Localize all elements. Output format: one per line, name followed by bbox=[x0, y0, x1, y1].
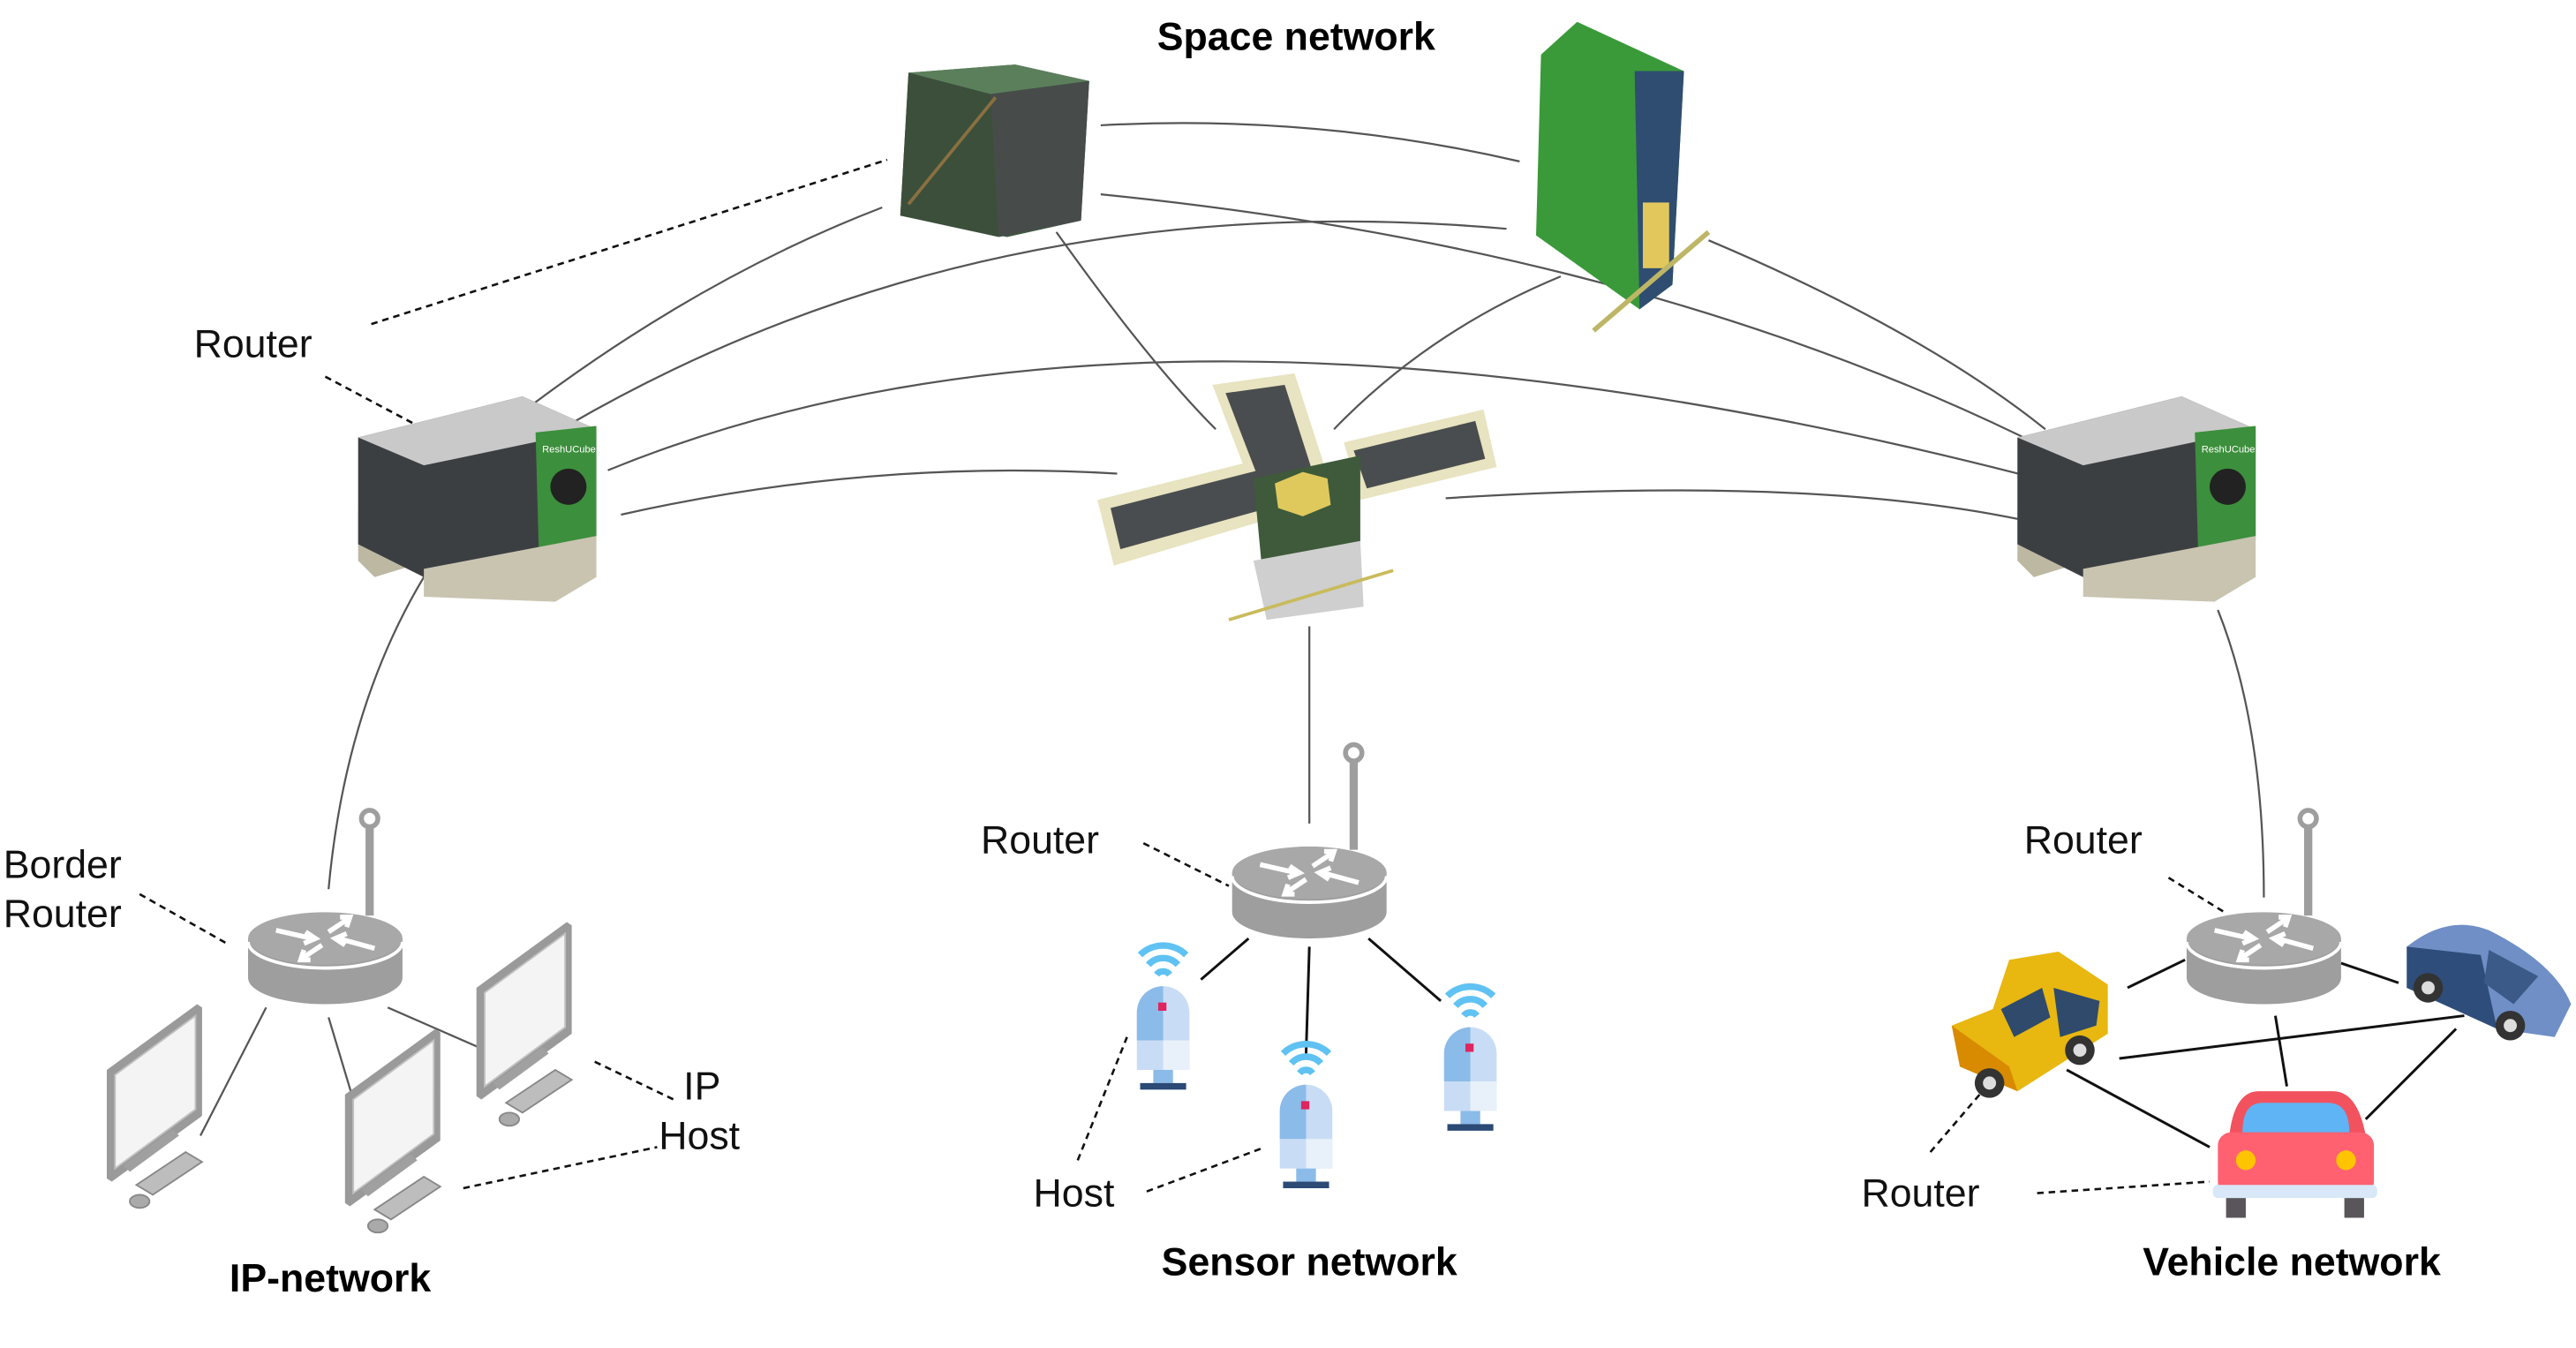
cubesat-3u-router-right bbox=[2017, 395, 2256, 602]
yellow-suv-icon bbox=[1951, 952, 2108, 1098]
sensor-network bbox=[1137, 745, 1497, 1188]
cubesat-2u-top-right bbox=[1536, 21, 1711, 333]
sensor-network-title: Sensor network bbox=[1162, 1241, 1457, 1284]
ip-host-pc-3 bbox=[475, 921, 573, 1127]
ip-host-label-line2: Host bbox=[659, 1114, 740, 1157]
vehicle-router-icon bbox=[2187, 810, 2341, 1005]
space-router-label: Router bbox=[194, 322, 313, 365]
sensor-host-icon-1 bbox=[1137, 945, 1190, 1089]
vehicle-router-label: Router bbox=[2024, 818, 2143, 862]
sensor-router-label: Router bbox=[981, 818, 1099, 862]
cubesat-1u-top-left bbox=[900, 64, 1089, 237]
cubesat-3u-router-left bbox=[358, 395, 597, 602]
border-router-label-line2: Router bbox=[4, 892, 122, 936]
vehicle-network-title: Vehicle network bbox=[2143, 1241, 2441, 1284]
vehicle-node-router-label: Router bbox=[1861, 1171, 1979, 1215]
cubesat-deployable-center bbox=[1097, 373, 1497, 621]
ip-network bbox=[106, 810, 573, 1234]
border-router-label-line1: Border bbox=[4, 843, 122, 886]
ip-host-pc-2 bbox=[343, 1028, 441, 1234]
label-leaders bbox=[139, 158, 2226, 1194]
sensor-host-icon-3 bbox=[1444, 987, 1497, 1131]
blue-car-icon bbox=[2407, 924, 2572, 1041]
space-links bbox=[328, 122, 2265, 898]
ip-host-pc-1 bbox=[106, 1003, 203, 1209]
sensor-host-icon-2 bbox=[1280, 1044, 1333, 1188]
space-network-title: Space network bbox=[1157, 15, 1435, 58]
border-router-icon bbox=[248, 810, 403, 1005]
ip-host-label-line1: IP bbox=[683, 1065, 720, 1108]
red-car-icon bbox=[2212, 1091, 2377, 1218]
vehicle-network bbox=[1951, 810, 2572, 1218]
ip-network-title: IP-network bbox=[230, 1257, 431, 1300]
sensor-host-label: Host bbox=[1034, 1171, 1115, 1215]
